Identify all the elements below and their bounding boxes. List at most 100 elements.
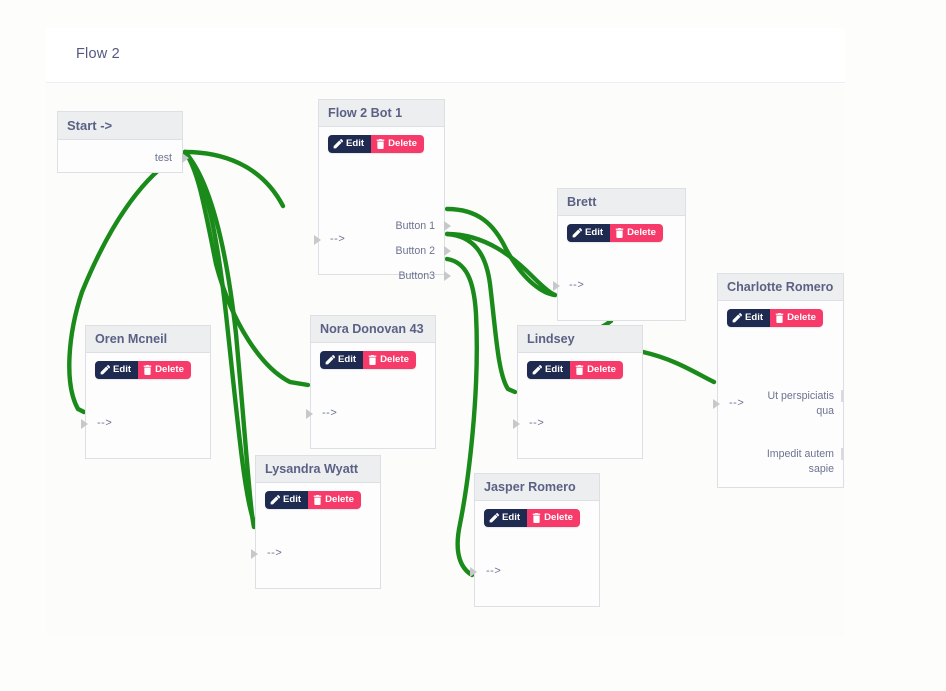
delete-button[interactable]: Delete [138, 361, 191, 379]
node-input-port[interactable]: --> [322, 407, 338, 419]
flow-header: Flow 2 [46, 28, 845, 83]
node-input-port[interactable]: --> [267, 547, 283, 559]
port-output-arrow-icon [444, 271, 451, 281]
node-input-port[interactable]: --> [729, 397, 745, 409]
node-action-buttons: Edit Delete [95, 361, 191, 379]
edit-button[interactable]: Edit [527, 361, 571, 379]
edit-button-label: Edit [585, 227, 604, 238]
delete-button-label: Delete [587, 364, 616, 375]
node-output-port[interactable]: Button 2 [395, 245, 435, 257]
port-input-arrow-icon [306, 409, 313, 419]
node-body: test [58, 140, 189, 172]
flow-edge[interactable] [444, 206, 558, 298]
delete-button-label: Delete [380, 354, 409, 365]
delete-button-label: Delete [388, 138, 417, 149]
edit-pencil-square-icon [572, 228, 582, 238]
delete-button[interactable]: Delete [308, 491, 361, 509]
delete-button-label: Delete [544, 512, 573, 523]
node-title: Nora Donovan 43 [311, 316, 435, 343]
node-action-buttons: Edit Delete [727, 309, 823, 327]
flow-edge[interactable] [444, 231, 558, 298]
node-input-port[interactable]: --> [529, 417, 545, 429]
edit-pencil-square-icon [270, 495, 280, 505]
node-input-port[interactable]: --> [569, 279, 585, 291]
delete-button-label: Delete [627, 227, 656, 238]
edit-button-label: Edit [502, 512, 521, 523]
trash-icon [775, 313, 784, 323]
delete-button[interactable]: Delete [371, 135, 424, 153]
node-title: Brett [558, 189, 685, 216]
page-title: Flow 2 [76, 46, 120, 62]
flow-node-flow-2-bot-1[interactable]: Flow 2 Bot 1 Edit Delete --> Button 1 Button … [314, 99, 451, 282]
node-output-port[interactable]: Impedit autem sapie [766, 448, 834, 475]
node-output-port[interactable]: Ut perspiciatis qua [767, 390, 834, 417]
delete-button[interactable]: Delete [610, 224, 663, 242]
node-action-buttons: Edit Delete [265, 491, 361, 509]
port-output-arrow-icon [444, 221, 451, 231]
edit-button[interactable]: Edit [265, 491, 309, 509]
node-body: Edit Delete --> [513, 353, 642, 458]
node-title: Flow 2 Bot 1 [319, 100, 444, 127]
node-action-buttons: Edit Delete [320, 351, 416, 369]
delete-button-label: Delete [325, 494, 354, 505]
edit-button[interactable]: Edit [727, 309, 771, 327]
trash-icon [143, 365, 152, 375]
start-output-port[interactable]: test [154, 152, 172, 164]
edit-button[interactable]: Edit [567, 224, 611, 242]
flow-edge[interactable] [640, 349, 717, 385]
flow-edge[interactable] [444, 231, 518, 395]
edit-button-label: Edit [745, 312, 764, 323]
delete-button[interactable]: Delete [363, 351, 416, 369]
node-body: Edit Delete --> [306, 343, 435, 448]
node-input-port[interactable]: --> [330, 233, 346, 245]
node-body: Edit Delete --> [251, 483, 380, 588]
node-title: Charlotte Romero [718, 274, 843, 301]
flow-edge[interactable] [182, 149, 286, 209]
edit-button[interactable]: Edit [484, 509, 528, 527]
edit-button-label: Edit [545, 364, 564, 375]
node-input-port[interactable]: --> [97, 417, 113, 429]
edit-button[interactable]: Edit [320, 351, 364, 369]
node-body: Edit Delete --> Button 1 Button 2 Button3 [314, 127, 451, 282]
port-input-arrow-icon [314, 235, 321, 245]
trash-icon [532, 513, 541, 523]
edit-button[interactable]: Edit [328, 135, 372, 153]
port-input-arrow-icon [553, 281, 560, 291]
delete-button-label: Delete [155, 364, 184, 375]
port-output-arrow-icon [182, 153, 189, 163]
port-output-handle[interactable] [841, 448, 844, 460]
edit-button[interactable]: Edit [95, 361, 139, 379]
port-input-arrow-icon [713, 399, 720, 409]
node-title: Oren Mcneil [86, 326, 210, 353]
node-input-port[interactable]: --> [486, 565, 502, 577]
delete-button[interactable]: Delete [527, 509, 580, 527]
port-output-handle[interactable] [841, 390, 844, 402]
edit-pencil-square-icon [532, 365, 542, 375]
node-output-port[interactable]: Button 1 [395, 220, 435, 232]
node-output-port[interactable]: Button3 [398, 270, 435, 282]
flow-edge[interactable] [444, 256, 479, 578]
edit-pencil-square-icon [100, 365, 110, 375]
flow-node-nora-donovan-43[interactable]: Nora Donovan 43 Edit Delete --> [306, 315, 436, 449]
edit-button-label: Edit [283, 494, 302, 505]
flow-node-start[interactable]: Start -> test [57, 111, 189, 173]
edit-button-label: Edit [346, 138, 365, 149]
delete-button[interactable]: Delete [770, 309, 823, 327]
delete-button[interactable]: Delete [570, 361, 623, 379]
trash-icon [575, 365, 584, 375]
node-action-buttons: Edit Delete [484, 509, 580, 527]
node-body: Edit Delete --> [81, 353, 210, 458]
port-input-arrow-icon [251, 549, 258, 559]
node-body: Edit Delete --> [470, 501, 599, 606]
node-title: Start -> [58, 112, 182, 140]
node-action-buttons: Edit Delete [527, 361, 623, 379]
